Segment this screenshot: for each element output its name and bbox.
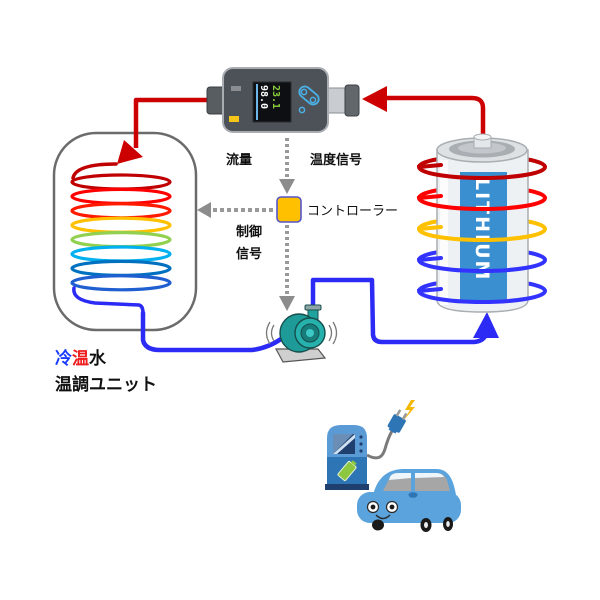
- car-wheel: [372, 519, 384, 531]
- signal-line-to-pump: [279, 225, 295, 311]
- charger-base: [325, 484, 369, 490]
- screen-level-bar: [256, 84, 258, 120]
- vibration-right-icon: [328, 321, 338, 345]
- flow-meter-tag: [231, 86, 241, 91]
- label-control-signal-line1: 制御: [236, 224, 262, 240]
- cold-supply-pipe-right: [310, 277, 499, 345]
- tank-coil-ring: [70, 274, 172, 292]
- vibration-left-icon: [265, 321, 275, 345]
- temperature-readout: 23.1: [270, 85, 281, 109]
- ev-charging-station: [325, 400, 415, 490]
- battery-coil-ring-front: [416, 225, 547, 242]
- tank-coil-tail: [72, 286, 145, 315]
- hot-return-pipe-right: [362, 86, 486, 135]
- car-mirror: [408, 492, 418, 498]
- charger-cable: [366, 430, 394, 460]
- controller-box: [276, 196, 302, 223]
- battery-label: LITHIUM: [471, 178, 493, 281]
- flow-meter-screen: [252, 81, 292, 123]
- flow-meter: 98.0 23.1: [206, 67, 360, 133]
- battery-coil-ring-front: [416, 194, 547, 211]
- flow-meter-status-led: [229, 116, 239, 122]
- hot-return-pipe-left: [117, 97, 210, 164]
- cold-supply-pipe-left: [140, 310, 284, 353]
- flow-meter-right-fitting: [325, 87, 348, 114]
- label-control-signal-line2: 信号: [236, 246, 262, 262]
- arrow-up-icon: [473, 312, 499, 338]
- button-down-icon: [309, 96, 317, 104]
- electric-car: [357, 469, 461, 532]
- flow-meter-right-nut: [344, 84, 360, 117]
- lithium-battery: LITHIUM: [416, 133, 547, 313]
- button-up-icon: [300, 88, 308, 96]
- unit-title-cold: 冷: [55, 348, 72, 369]
- battery-coil-front: [416, 163, 547, 304]
- car-body: [357, 492, 461, 523]
- flow-meter-buttons: [298, 85, 320, 114]
- arrow-left-icon: [197, 202, 211, 218]
- arrow-down-left-icon: [117, 140, 143, 164]
- label-flow: 流量: [226, 152, 252, 168]
- circulation-pump: [265, 304, 338, 363]
- arrow-left-icon: [362, 86, 387, 112]
- unit-title-water: 水: [89, 348, 107, 369]
- signal-line-to-unit: [197, 202, 276, 218]
- battery-charge-icon: [337, 460, 357, 481]
- plug-icon: [387, 409, 408, 434]
- battery-label-strip: [460, 172, 507, 300]
- signal-line-flow-temp: [279, 138, 295, 194]
- lightning-icon: [404, 400, 415, 420]
- button-set-icon: [298, 106, 306, 114]
- unit-title: 冷温水: [55, 348, 107, 369]
- label-temperature-signal: 温度信号: [310, 152, 362, 168]
- battery-coil-ring-front: [416, 163, 547, 180]
- temperature-control-unit: [52, 131, 198, 332]
- battery-coil-ring-front: [416, 287, 547, 304]
- battery-coil-ring-front: [416, 256, 547, 273]
- tank-heat-exchanger-coil: [70, 173, 172, 292]
- unit-title-hot: 温: [72, 349, 89, 369]
- arrow-down-icon: [279, 179, 295, 194]
- tank-coil-inlet: [71, 162, 118, 180]
- arrow-down-icon: [279, 296, 295, 311]
- unit-subtitle: 温調ユニット: [55, 374, 157, 395]
- car-smile: [375, 514, 391, 520]
- flow-readout: 98.0: [258, 85, 269, 109]
- label-controller: コントローラー: [307, 204, 398, 219]
